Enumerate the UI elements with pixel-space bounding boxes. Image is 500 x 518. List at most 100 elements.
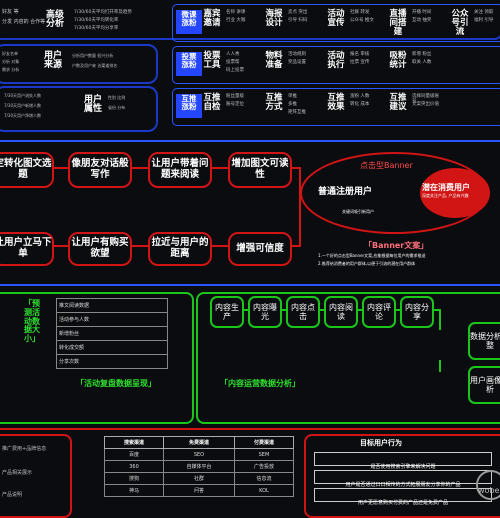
- bottom-left-item-2: 产品相关展示: [2, 470, 33, 476]
- row2-cell-desc: 新增 粉丝: [412, 52, 432, 57]
- bottom-table-cell: SEM: [233, 448, 295, 461]
- bottom-table-cell: 广告投放: [233, 460, 295, 473]
- banner-sub: 关键词吸引新用户: [342, 209, 374, 214]
- banner-desc-1: 1.一个好的点击型Banner文案,应能根据每位用户的需求推送: [318, 253, 426, 258]
- top-left-col1-b: 分发 内容的 合作等: [2, 19, 46, 25]
- bottom-table-cell: 问答: [163, 484, 235, 497]
- row1-cell-desc: 互动 抽奖: [412, 18, 432, 23]
- red-step-6: 让用户有购买欲望: [68, 232, 132, 266]
- row1-cell-desc: 福利 引导: [474, 18, 494, 23]
- green-right-label: 「内容运营数据分析」: [220, 379, 300, 388]
- row3-cell-desc: 账号定位: [226, 102, 244, 107]
- green-flow-step: 内容阅读: [324, 296, 358, 328]
- red-frame: [0, 140, 500, 284]
- red-step-4: 增加图文可读性: [228, 152, 292, 188]
- bottom-table-cell: KOL: [233, 484, 295, 497]
- row3-cell-desc: 选择同量级账号: [412, 94, 439, 105]
- row3-cell-desc: 粉丝量级: [226, 94, 244, 99]
- row3-cell-desc: 转化 成本: [350, 102, 370, 107]
- row1-left-tiny-a: 好友名单: [2, 51, 18, 56]
- green-table-cell: 分享次数: [56, 354, 168, 369]
- bottom-table-row: 搜狗社群信息流: [103, 472, 295, 485]
- green-flow-step: 内容点击: [286, 296, 320, 328]
- watermark: [476, 470, 500, 500]
- top-left-col3-b: 7/30/60天平均转化率: [74, 18, 119, 23]
- row1-cell-desc: 公众号 推文: [350, 18, 374, 23]
- row3-tag: 互推涨粉: [176, 94, 202, 118]
- row3-cell-title: 互推效果: [327, 93, 345, 112]
- row2-cell-desc: 报名 审核: [350, 52, 370, 57]
- row2-cell-desc: 活动规则: [288, 52, 306, 57]
- row3-cell-desc: 矩阵互推: [288, 110, 306, 115]
- row1-cell-desc: 行业 大咖: [226, 18, 246, 23]
- row2-cell-desc: 奖品设置: [288, 60, 306, 65]
- green-flow-step: 内容分享: [400, 296, 434, 328]
- bottom-table-cell: 百度: [103, 448, 165, 461]
- row2-left-tiny-b: 7/30天用户新增人数: [4, 103, 41, 108]
- banner-inner-sub: 深度关注产品, 产品有兴趣: [422, 193, 469, 198]
- row2-cell-desc: 投票帮: [226, 60, 240, 65]
- top-left-col1-a: 好友 等: [2, 9, 19, 15]
- green-right-box-1: 数据分析调整: [468, 322, 500, 360]
- bottom-table-cell: 搜狗: [103, 472, 165, 485]
- banner-title: 点击型Banner: [360, 161, 413, 170]
- row1-left-title: 用户来源: [43, 51, 62, 71]
- row1-tag: 微课涨粉: [176, 10, 202, 34]
- banner-desc-2: 2.推荐给消费者的用户群体,以便于引流的潜在用户群体: [318, 261, 416, 266]
- banner-inner-label: 潜在消费用户: [422, 183, 470, 192]
- bottom-table-header: 搜索渠道免费渠道付费渠道: [103, 436, 295, 449]
- green-table: 推文阅读数据活动参与人数新增粉丝转化成交额分享次数: [56, 298, 168, 369]
- row3-cell-desc: 文案突出价值: [412, 102, 439, 107]
- green-table-row: 分享次数: [56, 354, 168, 369]
- top-left-title: 高级分析: [45, 10, 64, 30]
- row2-cell-title: 活动执行: [327, 51, 345, 70]
- row2-left-mid-b: 省份 分布: [108, 105, 126, 110]
- row1-cell-desc: 社群 转发: [350, 10, 370, 15]
- row2-cell-desc: 人人秀: [226, 52, 240, 57]
- bottom-right-item-1: 是否使用搜索引擎来解决问题: [314, 452, 492, 470]
- green-flow-step: 内容生产: [210, 296, 244, 328]
- watermark-text: wobe: [478, 486, 500, 495]
- row2-left-tiny-c: 7/30天用户净增人数: [4, 113, 41, 118]
- top-left-block: 好友 等 分发 内容的 合作等 高级分析 7/30/60天平均打开率及趋势 7/…: [2, 8, 150, 32]
- bottom-table-cell: 神马: [103, 484, 165, 497]
- row2-cell-desc: 取关 人数: [412, 60, 432, 65]
- bottom-right-item-2-text: 用户是否通过口口相传的方式拓展朋友分享你的产品: [345, 482, 461, 488]
- row1-main-band: [172, 4, 500, 42]
- bottom-right-title: 目标用户行为: [360, 439, 402, 447]
- row2-cell-desc: 拉票 宣传: [350, 60, 370, 65]
- red-step-2: 像朋友对话般写作: [68, 152, 132, 188]
- green-frame-left: [0, 292, 194, 424]
- row1-cell-title: 公众号引流: [451, 9, 469, 37]
- row1-cell-desc: 开播 时间: [412, 10, 432, 15]
- top-band: [0, 0, 500, 40]
- bottom-table-header-cell: 搜索渠道: [103, 436, 165, 449]
- green-flow-connectors: [240, 309, 441, 372]
- row1-cell-title: 海报设计: [265, 9, 283, 28]
- bottom-left-item-3: 产品说明: [2, 492, 23, 498]
- row3-main-band: [172, 88, 500, 126]
- green-frame-right: [196, 292, 500, 424]
- bottom-table-cell: 社群: [163, 472, 235, 485]
- row3-cell-desc: 涨粉 人数: [350, 94, 370, 99]
- row2-cell-title: 吸粉统计: [389, 51, 407, 70]
- bottom-table-header-cell: 付费渠道: [233, 436, 295, 449]
- bottom-right-item-3-text: 用户更愿意购买付费的产品还是免费产品: [357, 500, 448, 506]
- banner-ellipse-inner: [420, 168, 490, 218]
- green-flow-step: 内容评论: [362, 296, 396, 328]
- green-left-label: 「预测活动数据大小」: [24, 299, 40, 344]
- row2-main-band: [172, 46, 500, 84]
- row3-cell-desc: 单推: [288, 94, 297, 99]
- row1-cell-desc: 引导 扫码: [288, 18, 308, 23]
- red-step-5: 让用户立马下单: [0, 232, 54, 266]
- banner-outer-label: 普通注册用户: [318, 187, 373, 197]
- row3-cell-title: 互推方式: [265, 93, 283, 112]
- row2-left-title: 用户属性: [83, 95, 102, 115]
- bottom-right-item-1-text: 是否使用搜索引擎来解决问题: [370, 464, 436, 470]
- red-step-3: 让用户带着问题来阅读: [148, 152, 212, 188]
- green-mid-label: 「活动复盘数据呈现」: [76, 379, 156, 388]
